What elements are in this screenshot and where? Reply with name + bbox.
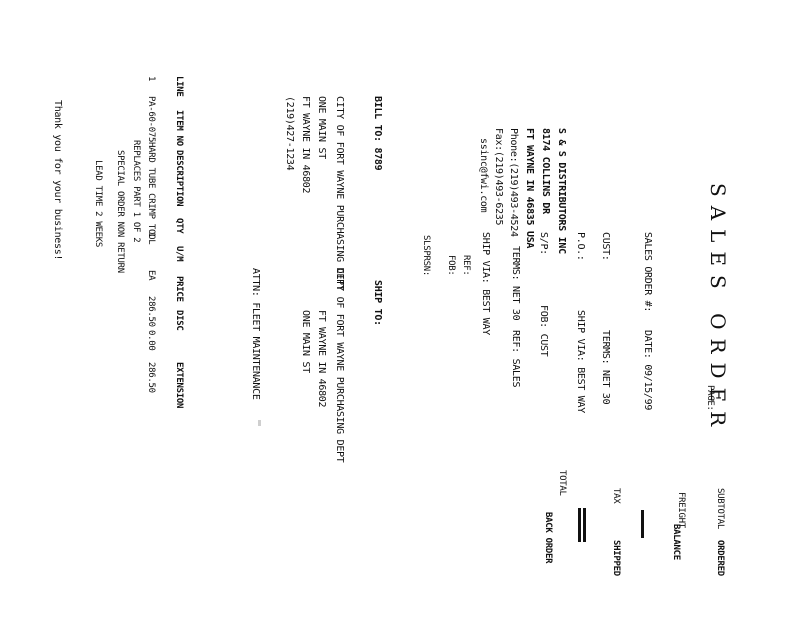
ship-to-line-4: ATTN: FLEET MAINTENANCE — [250, 268, 261, 400]
right-panel-rule-3 — [641, 510, 644, 538]
order-ship-via: SHIP VIA: BEST WAY — [575, 310, 586, 413]
item-note-3: LEAD TIME 2 WEEKS — [93, 160, 103, 248]
column-header-extension: EXTENSION — [174, 362, 184, 409]
right-panel-rule-2 — [583, 508, 586, 542]
seller-address-line-1: 8174 COLLINS DR — [540, 128, 551, 214]
order-field-label-1: SALES ORDER #: — [642, 232, 653, 313]
item-extension: 286.50 — [146, 362, 156, 393]
item-note-2: SPECIAL ORDER NON RETURN — [115, 150, 125, 273]
item-price: 286.50 — [146, 296, 156, 327]
column-header-qty: QTY — [174, 218, 184, 234]
order-ref: REF: SALES — [510, 330, 521, 388]
column-header-disc: DISC — [174, 310, 184, 331]
right-panel-rule-1 — [578, 508, 581, 542]
column-header-line: LINE — [174, 76, 184, 97]
ship-to-line-1: CITY OF FORT WAYNE PURCHASING DEPT — [334, 268, 345, 463]
bill-to-label: BILL TO: 8789 — [372, 96, 383, 171]
order-date: DATE: 09/15/99 — [642, 330, 653, 411]
item-number: PA-60-075 — [146, 96, 156, 143]
item-qty: 1 — [146, 232, 156, 238]
column-header-um: U/M — [174, 246, 184, 262]
bill-to-line-2: ONE MAIN ST — [316, 96, 327, 159]
meta-ref-label: REF: — [461, 255, 471, 276]
meta-salesperson-label: SLSPRSN: — [421, 235, 431, 276]
meta-fob-label: FOB: — [446, 255, 456, 276]
order-terms: TERMS: NET 30 — [600, 330, 611, 405]
right-panel-label-3: BALANCE — [671, 524, 681, 560]
bill-to-line-4: (219)427-1234 — [284, 96, 295, 171]
column-header-price: PRICE — [174, 276, 184, 302]
item-um: EA — [146, 270, 156, 281]
item-note-1: REPLACES PART 1 OF 2 — [131, 140, 141, 243]
item-line-no: 1 — [146, 76, 156, 82]
column-header-description: DESCRIPTION — [174, 150, 184, 207]
order-fob: FOB: CUST — [538, 305, 549, 357]
right-panel-label-1: ORDERED — [715, 540, 725, 576]
seller-address-line-2: FT WAYNE IN 46835 USA — [524, 128, 535, 249]
order-field-label-5: TERMS: NET 30 — [510, 246, 521, 321]
right-panel-label-4: BACK ORDER — [543, 512, 553, 564]
seller-phone: Phone:(219)493-4524 — [508, 128, 519, 237]
right-panel-top-1: SUBTOTAL — [715, 488, 725, 529]
ship-to-label: SHIP TO: — [372, 280, 383, 326]
seller-email: ssinc@fwi.com — [478, 138, 489, 213]
seller-fax: Fax:(219)493-6235 — [493, 128, 504, 226]
thank-you-message: Thank you for your business! — [52, 100, 63, 261]
page-label: PAGE: — [705, 385, 715, 411]
item-description: HARD TUBE CRIMP TOOL — [146, 142, 156, 245]
order-field-label-3: P.O.: — [575, 232, 586, 261]
ship-to-line-2: FT WAYNE IN 46802 — [316, 310, 327, 408]
scan-speck — [258, 420, 261, 426]
ship-to-line-3: ONE MAIN ST — [300, 310, 311, 373]
right-panel-top-4: TOTAL — [557, 470, 567, 496]
column-header-item-no: ITEM NO — [174, 110, 184, 146]
order-field-label-4: S/P: — [538, 232, 549, 255]
seller-company: S & S DISTRIBUTORS INC — [556, 128, 567, 254]
bill-to-line-1: CITY OF FORT WAYNE PURCHASING DEPT — [334, 96, 345, 291]
right-panel-top-2: TAX — [611, 488, 621, 504]
bill-to-line-3: FT WAYNE IN 46802 — [300, 96, 311, 194]
order-field-label-6: SHIP VIA: BEST WAY — [480, 232, 491, 335]
right-panel-label-2: SHIPPED — [611, 540, 621, 576]
item-disc: 0.00 — [146, 330, 156, 351]
order-field-label-2: CUST: — [600, 232, 611, 261]
right-panel-top-3: FREIGHT — [676, 492, 686, 528]
